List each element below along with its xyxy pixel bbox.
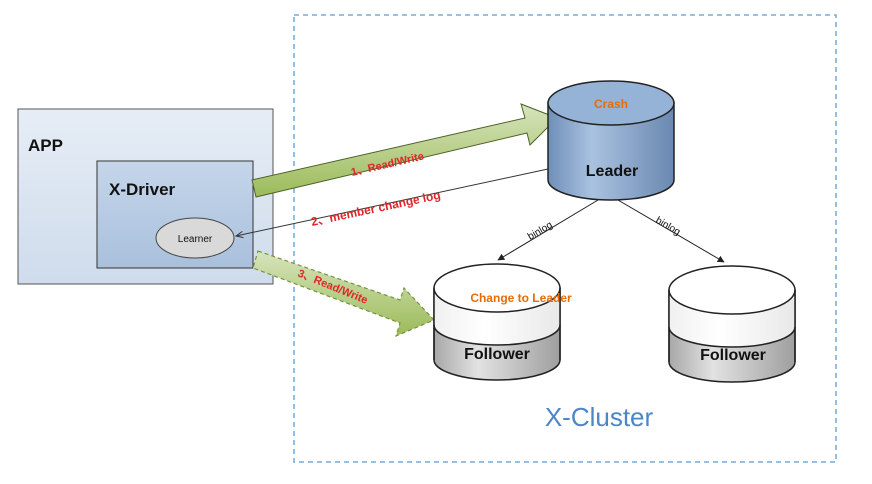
follower-left-status: Change to Leader	[470, 291, 572, 305]
leader-status: Crash	[594, 97, 628, 111]
read-write-arrow-1	[251, 103, 558, 198]
member-change-log-label: 2、member change log	[310, 188, 442, 229]
follower-right-node	[668, 265, 796, 383]
read-write-arrow-3	[252, 250, 436, 338]
binlog-arrow-right	[617, 199, 725, 263]
x-cluster-title: X-Cluster	[545, 402, 654, 432]
leader-node	[547, 80, 675, 201]
member-change-log-arrow	[236, 168, 549, 236]
follower-right-label: Follower	[700, 347, 766, 364]
learner-node	[155, 217, 235, 259]
learner-label: Learner	[178, 234, 213, 245]
follower-left-node	[433, 263, 561, 381]
x-cluster-region	[293, 14, 837, 463]
follower-left-label: Follower	[464, 346, 530, 363]
app-title: APP	[28, 136, 63, 155]
binlog-label-right: binlog	[654, 215, 683, 238]
x-driver-title: X-Driver	[109, 180, 176, 199]
binlog-label-left: binlog	[526, 220, 555, 243]
leader-label: Leader	[586, 163, 638, 180]
binlog-arrow-left	[497, 199, 599, 261]
